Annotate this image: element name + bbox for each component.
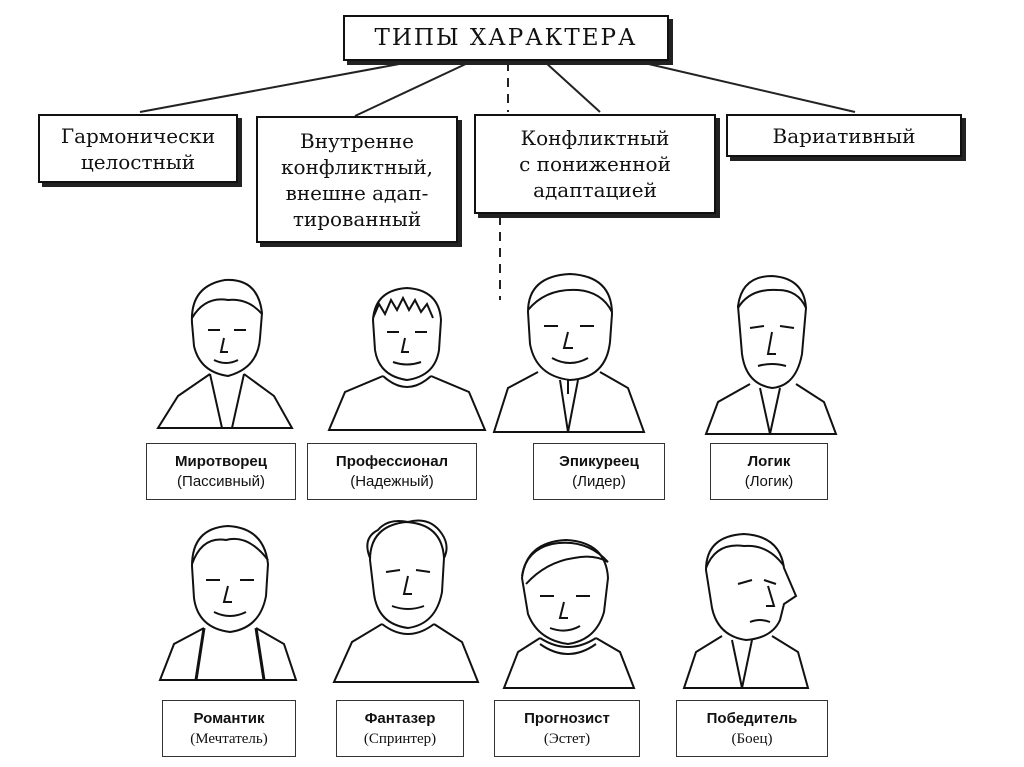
type-name: Романтик	[193, 709, 265, 727]
type-card-epicurean: Эпикуреец (Лидер)	[533, 443, 665, 500]
type-alias: (Логик)	[744, 472, 794, 490]
type-card-peacemaker: Миротворец (Пассивный)	[146, 443, 296, 500]
connector-line	[639, 61, 856, 113]
type-card-forecaster: Прогнозист (Эстет)	[494, 700, 640, 757]
connector-line	[354, 61, 471, 117]
type-alias: (Мечтатель)	[190, 730, 268, 747]
type-name: Эпикуреец	[559, 452, 639, 470]
type-card-fantasist: Фантазер (Спринтер)	[336, 700, 464, 757]
portrait-romantic-icon	[158, 524, 298, 681]
portrait-logician-icon	[704, 274, 838, 435]
type-name: Прогнозист	[524, 709, 610, 727]
type-card-winner: Победитель (Боец)	[676, 700, 828, 757]
type-alias: (Пассивный)	[177, 472, 265, 490]
category-label: Внутренне конфликтный, внешне адап- тиро…	[280, 128, 434, 231]
category-box-internally-conflicted: Внутренне конфликтный, внешне адап- тиро…	[256, 116, 458, 243]
category-box-variative: Вариативный	[726, 114, 962, 157]
type-alias: (Лидер)	[572, 472, 626, 490]
connector-line	[139, 61, 411, 113]
type-alias: (Надежный)	[350, 472, 434, 490]
diagram-title: ТИПЫ ХАРАКТЕРА	[374, 25, 638, 51]
portrait-professional-icon	[327, 286, 487, 431]
type-card-professional: Профессионал (Надежный)	[307, 443, 477, 500]
category-box-conflicted: Конфликтный с пониженной адаптацией	[474, 114, 716, 214]
portrait-winner-icon	[682, 532, 810, 689]
type-alias: (Спринтер)	[363, 730, 437, 747]
portrait-forecaster-icon	[502, 538, 636, 689]
category-label: Конфликтный с пониженной адаптацией	[519, 126, 671, 202]
type-name: Логик	[747, 452, 791, 470]
category-label: Гармонически целостный	[60, 123, 216, 174]
portrait-epicurean-icon	[492, 272, 646, 433]
type-card-logician: Логик (Логик)	[710, 443, 828, 500]
title-box: ТИПЫ ХАРАКТЕРА	[343, 15, 669, 61]
category-label: Вариативный	[772, 123, 916, 148]
type-name: Профессионал	[335, 452, 449, 470]
type-name: Миротворец	[175, 452, 267, 470]
type-card-romantic: Романтик (Мечтатель)	[162, 700, 296, 757]
type-alias: (Боец)	[731, 730, 773, 747]
connector-line	[544, 61, 601, 113]
type-name: Фантазер	[364, 709, 436, 727]
category-box-harmonious: Гармонически целостный	[38, 114, 238, 183]
type-alias: (Эстет)	[543, 730, 591, 747]
type-name: Победитель	[706, 709, 798, 727]
portrait-peacemaker-icon	[156, 278, 294, 429]
portrait-fantasist-icon	[332, 519, 480, 683]
